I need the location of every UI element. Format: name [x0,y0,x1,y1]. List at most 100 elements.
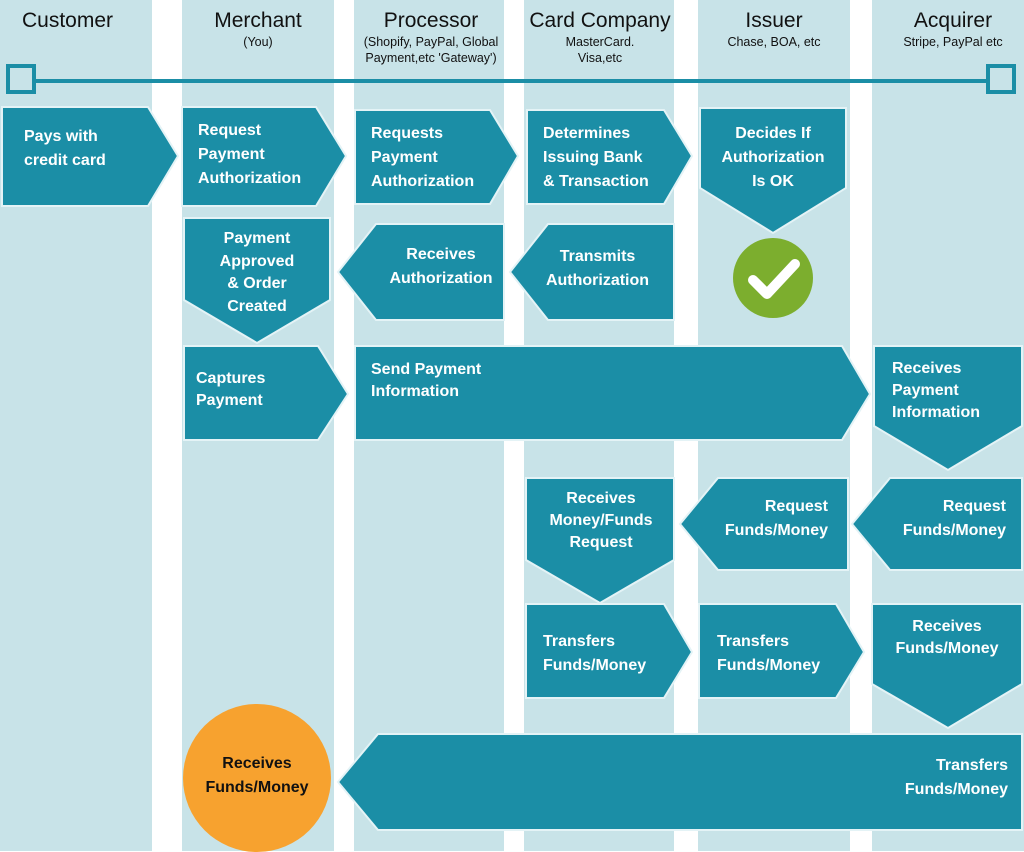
decides-label-line: Decides If [735,125,811,142]
acquirer-request-funds-label-line: Request [942,498,1006,515]
payment-approved-label-line: Approved [219,252,295,270]
acquirer-receives-label-line: Receives [912,618,982,635]
receives-payment-info-label-line: Information [892,404,980,421]
card-transfers-arrow [525,603,694,699]
lane-title-customer: Customer [0,8,135,34]
receives-payment-info-pentagon [873,345,1023,472]
determines-label-line: Issuing Bank [543,149,643,166]
decides-label-line: Authorization [721,149,825,166]
acquirer-request-funds-label-line: Funds/Money [902,522,1006,539]
card-transfers-label-line: Funds/Money [543,657,647,674]
receives-money-request-label-line: Money/Funds [549,512,653,529]
send-payment-label-line: Send Payment [371,361,482,378]
transmits-authorization-arrow [508,223,675,321]
decides-pentagon [699,107,847,235]
determines-label-line: Determines [543,125,631,142]
issuer-request-funds-label-line: Request [764,498,828,515]
processor-requests-label-line: Authorization [371,173,475,190]
merchant-request-label-line: Authorization [198,170,302,187]
receives-authorization-arrow [336,223,505,321]
processor-requests-label-line: Payment [371,149,438,166]
payment-approved-label-line: & Order [227,275,287,292]
merchant-request-label-line: Payment [198,146,265,163]
receives-payment-info-label-line: Receives [892,360,962,377]
determines-label-line: & Transaction [543,173,649,190]
timeline-line [20,79,1004,83]
merchant-receives-label-line: Receives [222,755,292,772]
lane-title-merchant: Merchant (You) [182,8,334,50]
merchant-request-arrow [181,106,348,207]
timeline-start-node [6,64,36,94]
captures-payment-label-line: Captures [196,370,266,387]
receives-payment-info-label-line: Payment [892,382,959,399]
issuer-request-funds-label-line: Funds/Money [724,522,828,539]
approved-check-icon [733,238,813,318]
send-payment-arrow [354,345,872,441]
captures-payment-label-line: Payment [196,392,263,409]
lane-name: Merchant [214,9,302,32]
lane-name: Card Company [529,9,671,32]
processor-requests-arrow [354,109,520,205]
merchant-request-label-line: Request [198,122,262,139]
transmits-authorization-label-line: Transmits [559,248,636,265]
lane-subtitle: Visa,etc [577,51,623,65]
merchant-receives-label-line: Funds/Money [205,779,309,796]
pays-with-card-arrow [1,106,180,207]
lane-subtitle: MasterCard. [565,35,635,49]
captures-payment-arrow [183,345,350,441]
final-transfers-label-line: Transfers [935,757,1008,774]
payment-approved-label-line: Payment [223,230,291,247]
determines-arrow [526,109,694,205]
lane-name: Acquirer [913,9,993,32]
issuer-transfers-label-line: Funds/Money [717,657,821,674]
card-transfers-label-line: Transfers [543,633,616,650]
final-transfers-label-line: Funds/Money [904,781,1008,798]
final-transfers-arrow [336,733,1023,831]
pays-with-card-label-line: Pays with [24,128,98,145]
acquirer-receives-pentagon [871,603,1023,730]
lane-name: Customer [21,9,114,32]
lane-subtitle: Payment,etc 'Gateway') [365,51,497,65]
lane-subtitle: Chase, BOA, etc [727,35,821,49]
lane-name: Issuer [745,9,803,32]
lane-subtitle: (You) [243,35,273,49]
receives-authorization-label-line: Authorization [389,270,493,287]
acquirer-request-funds-arrow [850,477,1023,571]
lane-name: Processor [383,9,479,32]
lane-subtitle: (Shopify, PayPal, Global [363,35,499,49]
issuer-transfers-arrow [698,603,866,699]
transmits-authorization-label-line: Authorization [545,272,650,289]
pays-with-card-label: Pays with credit card [24,125,154,173]
pays-with-card-label-line: credit card [24,152,106,169]
acquirer-receives-label-line: Funds/Money [895,640,999,657]
payment-approved-pentagon [183,217,331,345]
lane-subtitle: Stripe, PayPal etc [903,35,1003,49]
receives-money-request-pentagon [525,477,675,605]
processor-requests-label-line: Requests [371,125,444,142]
issuer-transfers-label-line: Transfers [717,633,790,650]
receives-money-request-label-line: Receives [566,490,636,507]
